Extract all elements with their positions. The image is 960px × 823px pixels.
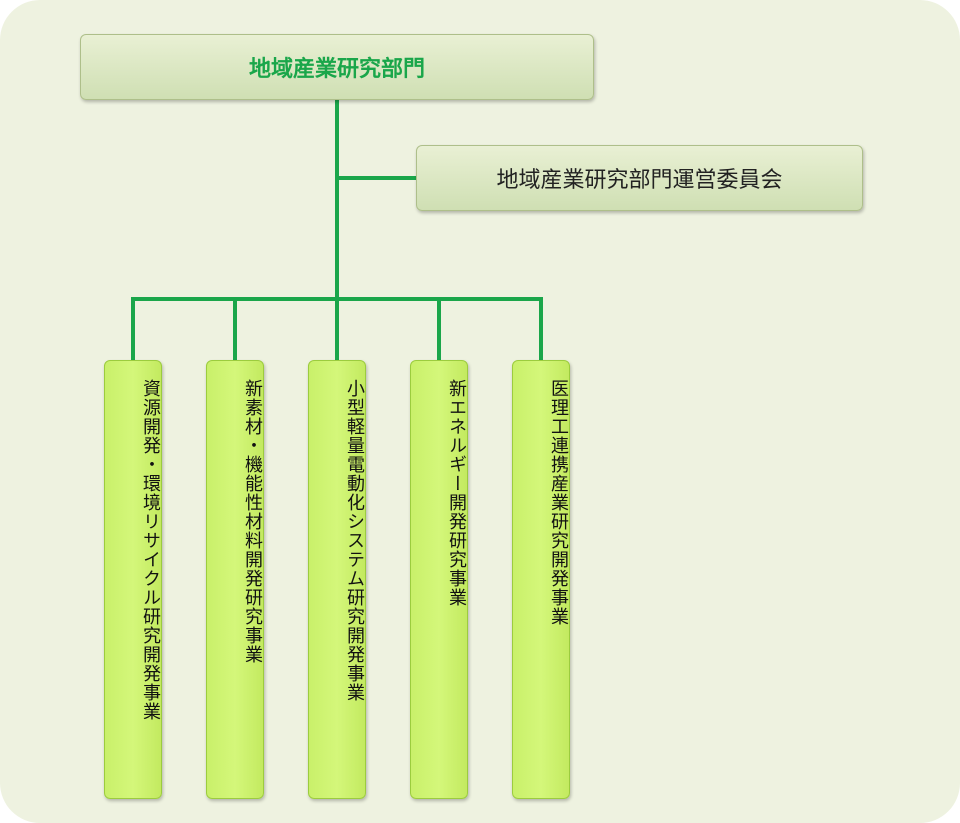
- department-box-new-materials: 新素材・機能性材料開発研究事業: [206, 360, 264, 799]
- department-box-medical-engineering: 医理工連携産業研究開発事業: [512, 360, 570, 799]
- department-label: 資源開発・環境リサイクル研究開発事業: [140, 379, 161, 721]
- steering-committee-label: 地域産業研究部門運営委員会: [496, 168, 783, 193]
- steering-committee-box: 地域産業研究部門運営委員会: [416, 145, 863, 211]
- department-box-new-energy: 新エネルギー開発研究事業: [410, 360, 468, 799]
- department-box-electrification: 小型軽量電動化システム研究開発事業: [308, 360, 366, 799]
- department-label: 新素材・機能性材料開発研究事業: [242, 379, 263, 664]
- root-department-box: 地域産業研究部門: [80, 34, 594, 100]
- department-label: 医理工連携産業研究開発事業: [548, 379, 569, 626]
- root-department-label: 地域産業研究部門: [248, 57, 425, 82]
- department-box-resource-recycling: 資源開発・環境リサイクル研究開発事業: [104, 360, 162, 799]
- department-label: 小型軽量電動化システム研究開発事業: [344, 379, 365, 702]
- department-label: 新エネルギー開発研究事業: [446, 379, 467, 607]
